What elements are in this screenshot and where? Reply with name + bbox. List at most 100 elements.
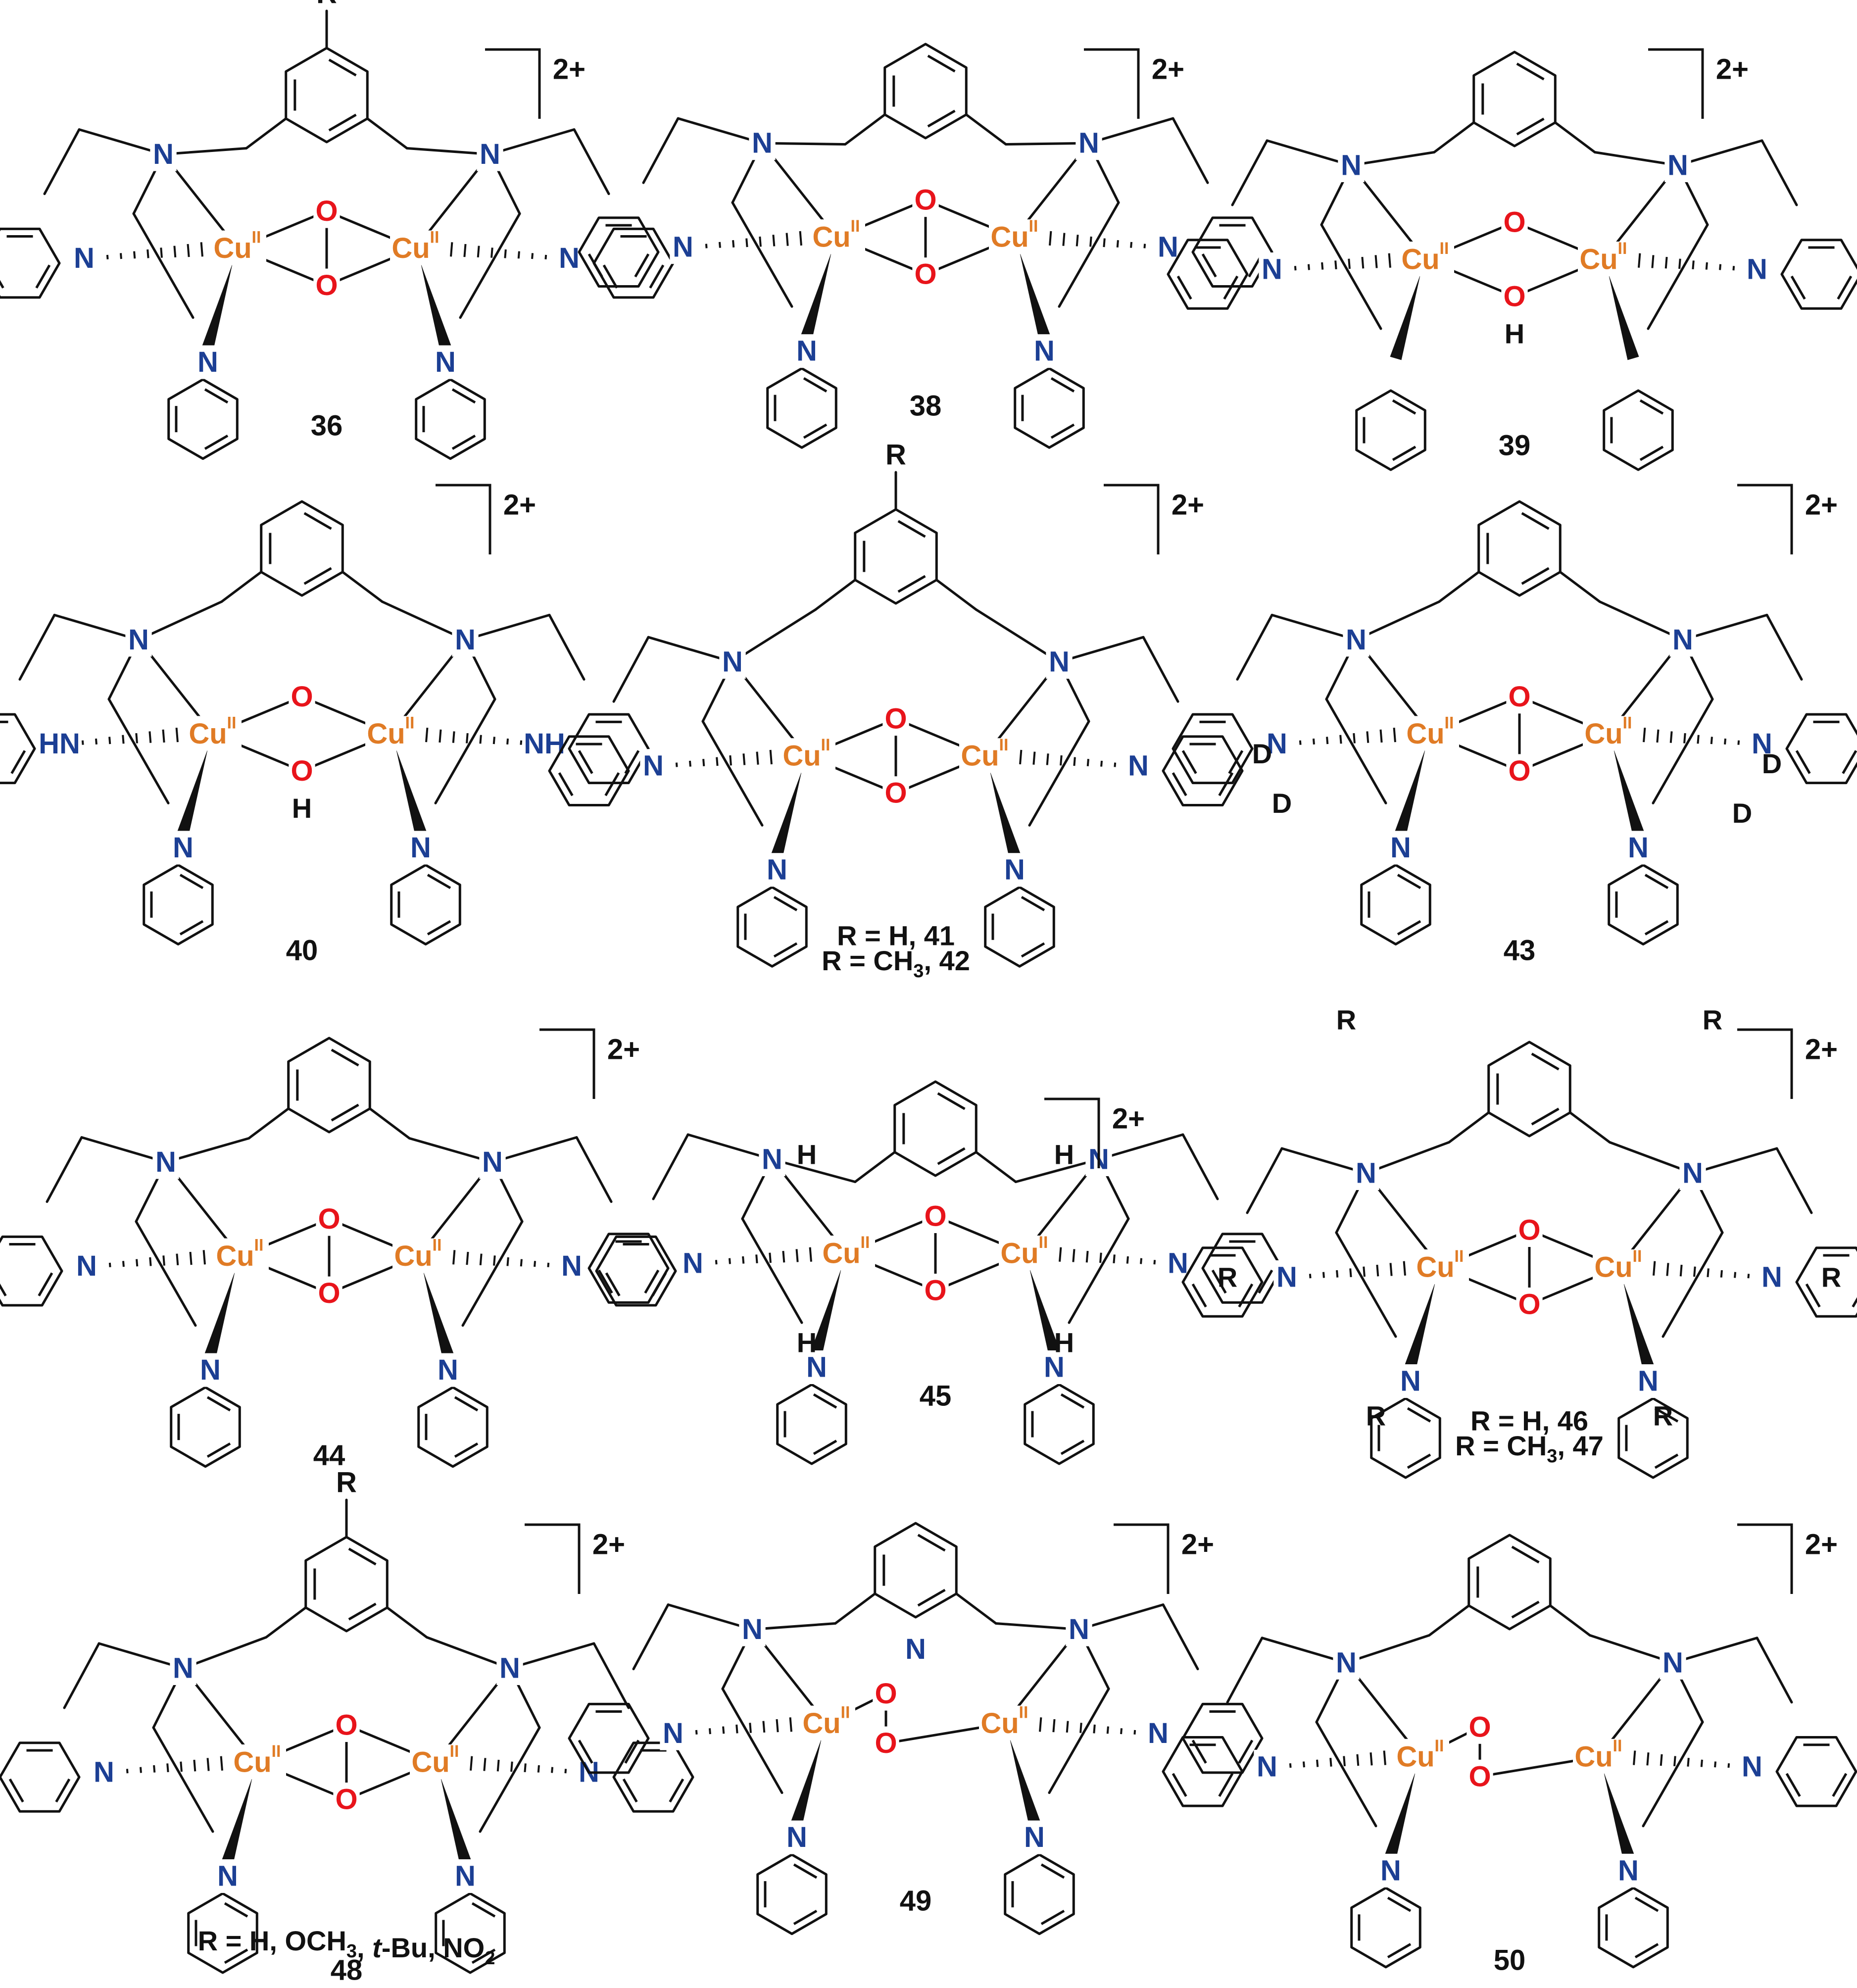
bond [107, 697, 170, 804]
charge-bracket: 2+ [525, 1523, 625, 1594]
hash-mark [1388, 253, 1391, 268]
ring-double-bond [644, 1269, 660, 1294]
amine-nitrogen-left: N [752, 127, 773, 159]
bond [1097, 1133, 1184, 1161]
arm-ring-left-lower [187, 1892, 258, 1974]
copper-left: Cu [1406, 718, 1444, 750]
ring-outline [1172, 713, 1254, 785]
amine-nitrogen-right-backdrop [1046, 645, 1073, 679]
bracket-line [1114, 1523, 1170, 1594]
arm-ring-left-outer [0, 1741, 81, 1813]
hash-mark [1353, 733, 1356, 744]
r-group-label: R [1366, 1400, 1386, 1432]
ring-double-bond [303, 512, 332, 530]
ring-double-bond [1040, 1863, 1065, 1879]
bond [98, 1642, 185, 1670]
hash-mark [122, 1261, 125, 1267]
wedge-bond [1010, 1738, 1040, 1824]
ring-double-bond [427, 874, 451, 890]
ring-double-bond [348, 1602, 377, 1621]
amine-nitrogen-left: N [155, 1146, 176, 1178]
hash-mark [1710, 737, 1713, 745]
hash-mark [795, 1249, 799, 1262]
arm-ring-right-lower [1004, 1853, 1075, 1936]
ring-double-bond [604, 772, 620, 796]
oxygen-bottom-backdrop [1466, 1759, 1493, 1793]
oxygen-top-backdrop [912, 183, 939, 217]
bond [814, 579, 857, 611]
charge-bracket: 2+ [1104, 484, 1204, 554]
compound-number: 39 [1499, 430, 1531, 462]
bond [677, 117, 764, 145]
bond [386, 1606, 428, 1639]
ring-double-bond [917, 1534, 946, 1552]
donor-nitrogen-right-1: N [1752, 728, 1772, 760]
ring-double-bond [1392, 399, 1417, 415]
donor-nitrogen-right-1: N [561, 1250, 582, 1282]
oxygen-bottom-backdrop [316, 1276, 342, 1310]
bond [1058, 201, 1120, 308]
bond [1315, 1721, 1377, 1828]
bond [1335, 1231, 1397, 1338]
arm-ring-right-lower [435, 1892, 506, 1974]
wedge-bond [1609, 274, 1639, 360]
hash-mark [147, 249, 149, 258]
ring-outline [1785, 713, 1857, 785]
arm-ring-left-lower [1350, 1887, 1421, 1969]
bond [975, 608, 1061, 663]
donor-nitrogen-right-2: N [1638, 1365, 1659, 1397]
ring-outline [1162, 1736, 1244, 1807]
bond [164, 1137, 250, 1164]
arm-ring-right-outer [1775, 1736, 1857, 1807]
ring-double-bond [328, 58, 357, 77]
hash-mark [755, 1254, 758, 1264]
oxygen-bottom: O [1508, 755, 1530, 787]
hash-mark [166, 1763, 169, 1773]
ring-double-bond [35, 264, 51, 289]
amine-nitrogen-right: N [1049, 646, 1070, 678]
ring-double-bond [179, 874, 204, 890]
donor-nitrogen-right-2-backdrop [432, 345, 459, 379]
bond [464, 613, 551, 641]
hash-mark [1369, 1752, 1373, 1766]
donor-nitrogen-left-1: N [74, 242, 95, 274]
hash-mark [1727, 1763, 1730, 1768]
hash-mark [809, 1247, 812, 1262]
ring-outline [0, 713, 36, 785]
hash-mark [479, 735, 482, 744]
amine-nitrogen-left-backdrop [170, 1651, 196, 1685]
ring-double-bond [578, 1740, 593, 1764]
wedge-bond [791, 1738, 822, 1824]
ring-outline [1191, 216, 1273, 288]
ring-double-bond [1521, 512, 1550, 530]
ring-double-bond [927, 54, 956, 73]
amine-nitrogen-right-backdrop [1075, 126, 1102, 160]
donor-nitrogen-left-1: N [94, 1756, 114, 1789]
hash-mark [425, 727, 429, 743]
copper-left-oxidation-state: II [272, 1742, 281, 1761]
hash-mark [1638, 253, 1641, 268]
arm-ring-left-outer [587, 1233, 670, 1304]
hash-mark [742, 753, 746, 765]
pyridine-bridge-nitrogen: N [905, 1633, 926, 1665]
bond [667, 1603, 754, 1631]
bond [53, 613, 140, 641]
ring-double-bond [1021, 942, 1045, 958]
copper-left-oxidation-state: II [851, 217, 860, 236]
arm-ring-left-outer [0, 1235, 63, 1307]
pyridine-bridge-nitrogen-backdrop [902, 1632, 929, 1666]
copper-right-oxidation-state: II [1039, 1233, 1048, 1252]
amine-nitrogen-right-backdrop [452, 623, 479, 657]
bond [1077, 1603, 1165, 1631]
hash-mark [564, 1769, 567, 1774]
oxygen-top: O [884, 703, 907, 735]
amine-nitrogen-right: N [480, 138, 500, 170]
charge-bracket: 2+ [1114, 1523, 1214, 1594]
hash-mark [470, 1756, 473, 1771]
ring-double-bond [224, 1902, 248, 1918]
donor-nitrogen-right-1-backdrop [1749, 727, 1775, 761]
copper-right-backdrop [1593, 1249, 1647, 1284]
donor-nitrogen-right-1: N [1128, 750, 1149, 782]
